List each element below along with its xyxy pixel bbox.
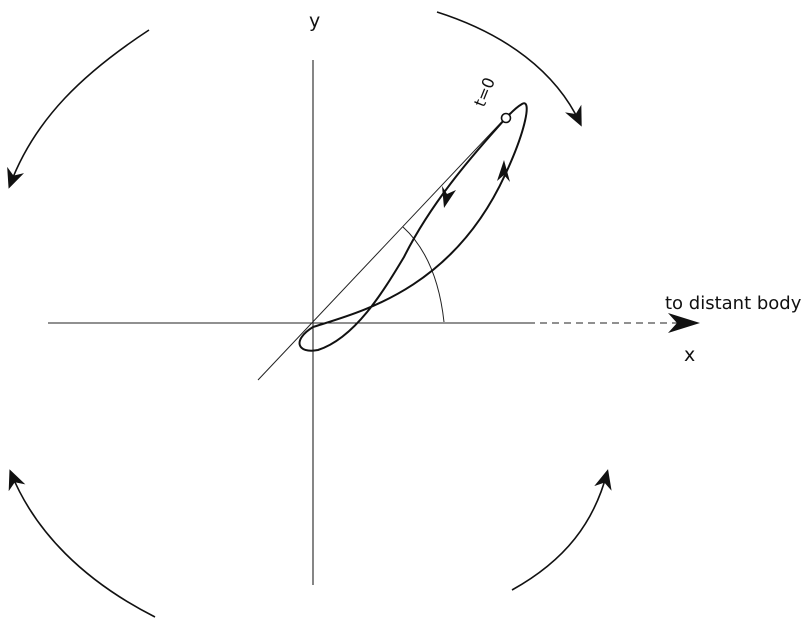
y-axis-label: y [309,10,320,32]
orbit-arrow-down [442,186,456,208]
distant-body-label: to distant body [665,293,802,314]
radial-line [257,112,511,381]
orbit-path [298,102,528,352]
rotation-arrow-bottom-left [8,469,156,618]
angle-arc [402,226,445,323]
x-axis-label: x [684,344,695,366]
rotation-arrow-top-left [7,29,150,189]
rotation-arrow-top-right [436,11,582,127]
distant-body-arrow-head [668,313,700,333]
rotation-arrow-bottom-right [511,469,612,591]
start-time-label: t=0 [470,75,499,110]
orbit-arrow-up [497,160,510,182]
start-point-marker [500,112,512,124]
